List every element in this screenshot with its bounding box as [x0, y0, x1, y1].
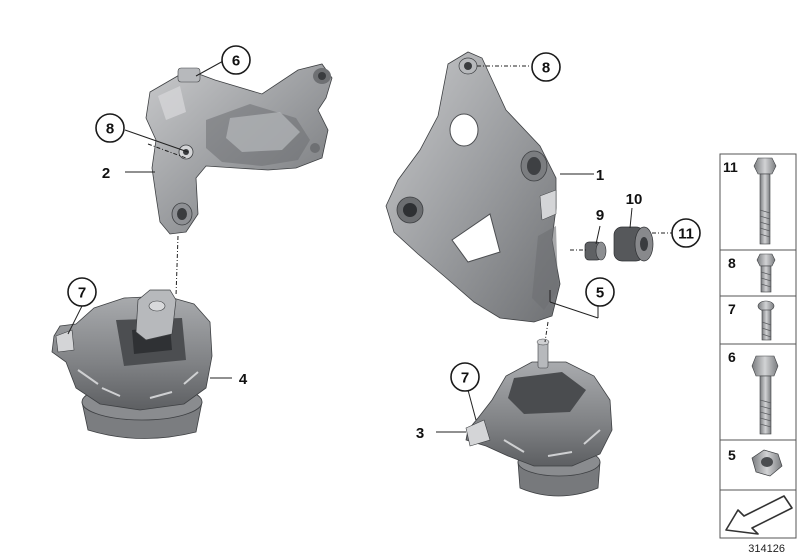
callout-7-left: 7 — [67, 277, 97, 307]
svg-text:9: 9 — [596, 207, 604, 224]
direction-arrow-icon — [725, 495, 793, 535]
callout-1: 1 — [596, 167, 604, 184]
callout-8-right: 8 — [531, 52, 561, 82]
callout-9: 9 — [596, 207, 604, 224]
bushing-part-9 — [584, 241, 607, 261]
svg-text:6: 6 — [728, 349, 736, 365]
svg-text:6: 6 — [232, 53, 240, 70]
callout-4: 4 — [239, 371, 248, 388]
svg-text:1: 1 — [596, 167, 604, 184]
svg-text:8: 8 — [542, 60, 550, 77]
svg-text:7: 7 — [728, 301, 736, 317]
leader-lines — [67, 59, 672, 433]
callout-8-left: 8 — [95, 113, 125, 143]
engine-mount-part-3 — [465, 338, 613, 497]
legend-item-7: 7 — [728, 300, 775, 341]
callout-11: 11 — [671, 218, 701, 248]
legend-item-11: 11 — [723, 157, 777, 245]
svg-text:3: 3 — [416, 425, 424, 442]
svg-text:4: 4 — [239, 371, 248, 388]
bushing-part-10 — [613, 226, 654, 262]
engine-bracket-part-1 — [385, 51, 561, 323]
engine-bracket-part-2 — [145, 63, 333, 235]
callout-10: 10 — [626, 191, 643, 208]
callout-3: 3 — [416, 425, 424, 442]
svg-text:2: 2 — [102, 165, 110, 182]
callout-5: 5 — [585, 277, 615, 307]
svg-text:8: 8 — [106, 121, 114, 138]
legend-item-6: 6 — [728, 349, 779, 435]
svg-text:10: 10 — [626, 191, 643, 208]
legend-item-8: 8 — [728, 253, 776, 293]
svg-text:11: 11 — [678, 226, 694, 243]
engine-mount-part-4 — [51, 289, 213, 439]
callout-6: 6 — [221, 45, 251, 75]
reference-number: 314126 — [748, 543, 785, 555]
svg-text:8: 8 — [728, 255, 736, 271]
callout-7-right: 7 — [450, 362, 480, 392]
svg-text:5: 5 — [728, 447, 736, 463]
svg-text:5: 5 — [596, 285, 604, 302]
svg-text:7: 7 — [78, 285, 86, 302]
svg-text:11: 11 — [723, 159, 738, 175]
legend-item-5: 5 — [728, 447, 783, 477]
callout-2: 2 — [102, 165, 110, 182]
svg-text:7: 7 — [461, 370, 469, 387]
fastener-legend: 11 8 7 6 5 — [719, 153, 797, 539]
